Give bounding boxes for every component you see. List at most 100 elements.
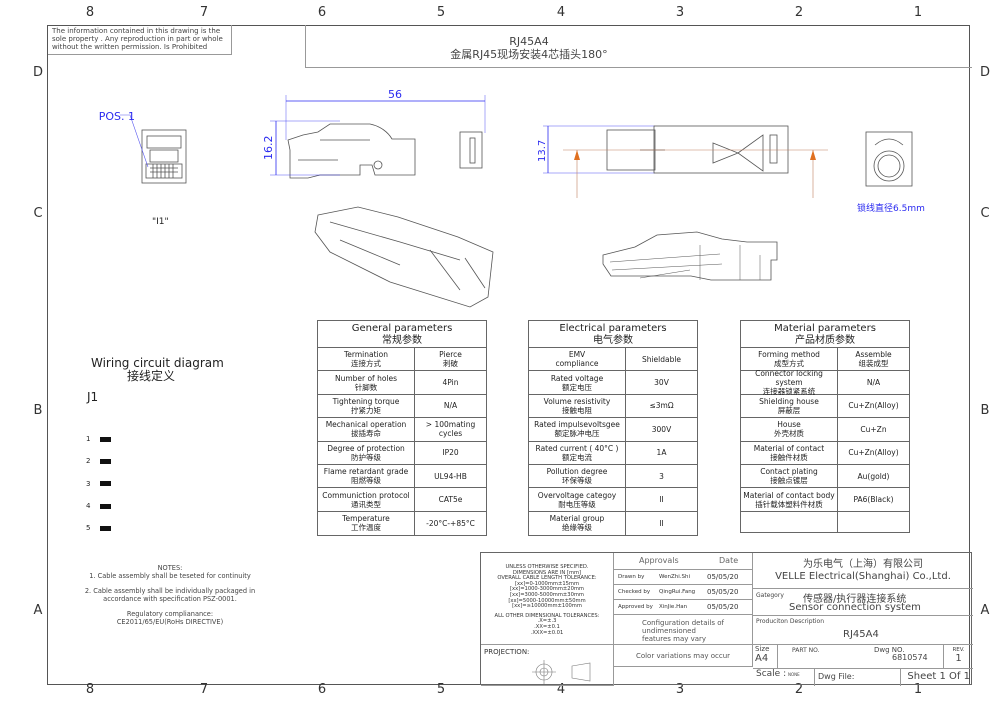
zone-column-label: 6 xyxy=(317,5,327,20)
zone-column-label: 2 xyxy=(794,682,804,697)
dimension-lines xyxy=(270,95,655,176)
param-value: 4Pin xyxy=(415,371,486,393)
param-value: II xyxy=(626,488,697,510)
pin-row: 4 xyxy=(86,495,111,517)
param-label-en: Degree of protection xyxy=(327,443,405,453)
rev-label: REV. xyxy=(952,647,965,653)
param-value-text: N/A xyxy=(443,401,458,411)
param-label-cn: 针脚数 xyxy=(354,382,378,392)
dwg-no-value: 6810574 xyxy=(892,653,928,662)
approvals-label: Approvals xyxy=(639,556,679,565)
dwg-no-label: Dwg NO. xyxy=(874,646,905,654)
param-label: Rated current ( 40°C )额定电流 xyxy=(529,441,626,464)
approval-name: WenZhi.Shi xyxy=(659,574,691,580)
section-view xyxy=(602,231,778,281)
param-value: ≤3mΩ xyxy=(626,395,697,417)
side-view xyxy=(287,123,483,179)
zone-column-label: 1 xyxy=(913,682,923,697)
param-label-en: Termination xyxy=(344,350,388,360)
table-title: Material parameters xyxy=(774,323,876,334)
param-label-cn: 连接器锁紧系统 xyxy=(762,387,816,397)
title-block: UNLESS OTHERWISE SPECIFIED.DIMENSIONS AR… xyxy=(480,552,973,686)
param-value: Cu+Zn xyxy=(838,418,909,440)
param-value: Cu+Zn(Alloy) xyxy=(838,395,909,417)
param-value: N/A xyxy=(838,371,909,393)
part-no-label: PART NO. xyxy=(792,647,820,654)
tolerance-line: [xx]=1000-3000mm±20mm xyxy=(510,586,584,593)
rev-value: 1 xyxy=(955,653,962,664)
copyright-notice: The information contained in this drawin… xyxy=(48,25,232,55)
zone-column-label: 7 xyxy=(199,5,209,20)
color-note: Color variations may occur xyxy=(614,645,753,667)
param-label-cn: 拔插寿命 xyxy=(351,429,381,439)
param-label-en: Connector locking system xyxy=(755,369,823,388)
front-view xyxy=(141,129,187,184)
zone-column-label: 6 xyxy=(317,682,327,697)
production-block: Produciton Description RJ45A4 xyxy=(753,616,973,645)
part-description: 金属RJ45现场安装4芯插头180° xyxy=(450,48,608,61)
param-label-en: Pollution degree xyxy=(546,467,608,477)
tolerance-line: UNLESS OTHERWISE SPECIFIED. xyxy=(505,564,589,570)
param-value: > 100mating cycles xyxy=(415,418,486,440)
param-value: 1A xyxy=(626,442,697,464)
dimension-height: 16.2 xyxy=(262,136,275,161)
zone-column-label: 8 xyxy=(85,682,95,697)
param-value: IP20 xyxy=(415,442,486,464)
section-arrow-icon xyxy=(574,150,816,160)
dimension-length: 56 xyxy=(388,88,402,101)
param-label-en: House xyxy=(777,420,801,430)
notes: NOTES: 1. Cable assembly shall be tesete… xyxy=(60,564,280,626)
date-label: Date xyxy=(719,556,739,565)
param-label-en: Number of holes xyxy=(334,373,398,383)
param-value: 30V xyxy=(626,371,697,393)
dwg-cell: PART NO. Dwg NO. 6810574 xyxy=(778,645,944,669)
param-value-text: Assemble xyxy=(855,350,892,360)
param-label-cn: 连接方式 xyxy=(351,359,381,369)
wiring-title-en: Wiring circuit diagram xyxy=(91,356,224,370)
param-label-en: Tightening torque xyxy=(332,396,400,406)
pin-row: 1 xyxy=(86,428,111,450)
approvals-header: Approvals Date xyxy=(614,553,753,570)
zone-row-label: B xyxy=(33,403,43,418)
param-value-text: II xyxy=(659,518,664,528)
param-label-cn: 接触点镀层 xyxy=(770,476,808,486)
param-label-en: Material of contact body xyxy=(743,490,835,500)
table-title-cn: 产品材质参数 xyxy=(795,335,855,346)
part-number: RJ45A4 xyxy=(509,35,549,48)
category-value: Sensor connection system xyxy=(789,602,921,613)
pin-number: 4 xyxy=(86,502,91,511)
param-label-en: Material group xyxy=(549,514,605,524)
zone-row-label: D xyxy=(979,65,990,80)
zone-column-label: 5 xyxy=(436,5,446,20)
technical-drawing: 56 16.2 13.7 锁线直径6.5mm POS. 1 "I1" xyxy=(99,88,925,308)
table-title: Electrical parameters xyxy=(559,323,667,334)
tolerance-block: UNLESS OTHERWISE SPECIFIED.DIMENSIONS AR… xyxy=(481,553,614,645)
note-item: 1. Cable assembly shall be teseted for c… xyxy=(89,572,251,580)
param-label-cn: 插针载体塑料件材质 xyxy=(755,499,823,509)
zone-row-label: A xyxy=(33,603,43,618)
pin-row: 3 xyxy=(86,473,111,495)
size-label: Size xyxy=(755,645,770,653)
pin-number: 1 xyxy=(86,435,91,444)
